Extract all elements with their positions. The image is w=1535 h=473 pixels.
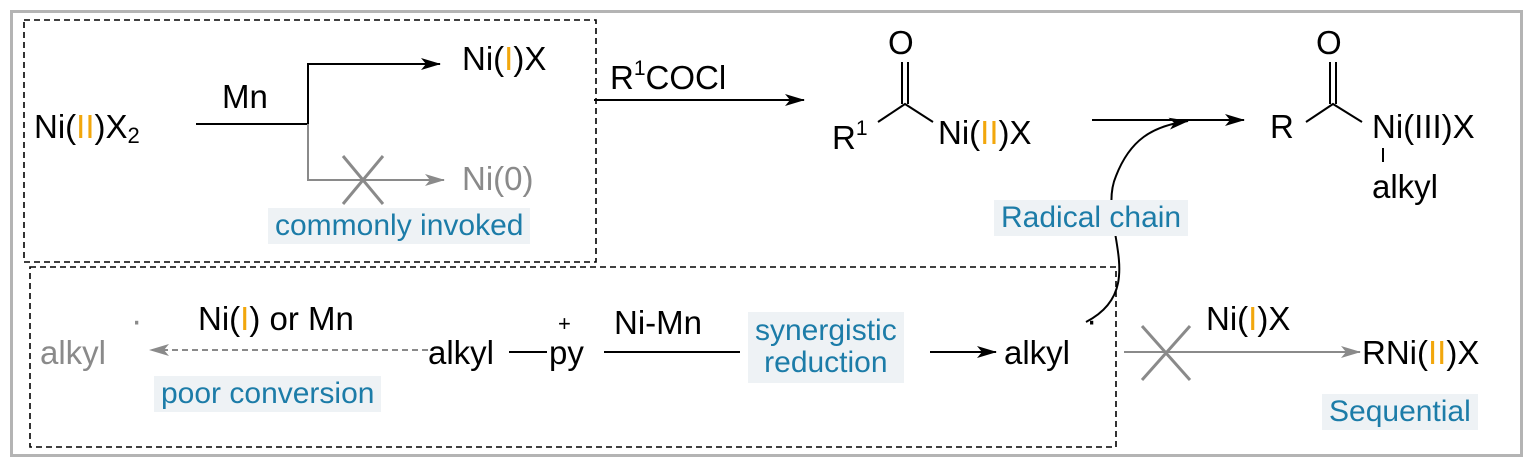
label-poor-conversion: poor conversion [154,376,382,412]
reagent-ni-i-x-sequential: Ni(I)X [1206,300,1291,337]
group-py: py [549,334,584,371]
radical-dot-gray-icon: · [131,302,143,340]
species-ni-i-x: Ni(I)X [462,40,547,77]
ligand-alkyl: alkyl [1372,168,1439,205]
species-alkyl-radical: alkyl [1004,334,1071,371]
label-radical-chain: Radical chain [994,200,1189,236]
substituent-r: R [1270,108,1294,145]
radical-dot-icon: · [1086,302,1098,340]
species-acyl-ni-ii-x: Ni(II)X [938,114,1032,151]
species-r-ni-ii-x: RNi(II)X [1362,334,1480,371]
dashed-box-synergistic [29,266,1117,448]
reagent-ni-mn: Ni-Mn [614,304,702,341]
species-ni-ii-x2: Ni(II)X2 [34,108,140,148]
charge-plus: + [558,311,571,336]
label-commonly-invoked: commonly invoked [268,208,531,244]
reagent-ni-i-or-mn: Ni(I) or Mn [198,300,354,337]
substituent-r1: R1 [832,117,868,156]
species-alkyl-gray: alkyl [40,334,107,371]
reagent-r1cocl: R1COCl [610,57,727,96]
species-ni-0: Ni(0) [462,160,534,197]
label-sequential: Sequential [1322,394,1478,430]
species-acyl-ni-iii-x: Ni(III)X [1372,108,1475,145]
dashed-box-commonly-invoked [23,19,597,263]
figure-frame [10,10,1523,457]
species-alkyl-pyridinium: alkyl [428,334,495,371]
reagent-mn: Mn [222,78,268,115]
atom-oxygen-1: O [888,24,914,61]
atom-oxygen-2: O [1316,24,1342,61]
